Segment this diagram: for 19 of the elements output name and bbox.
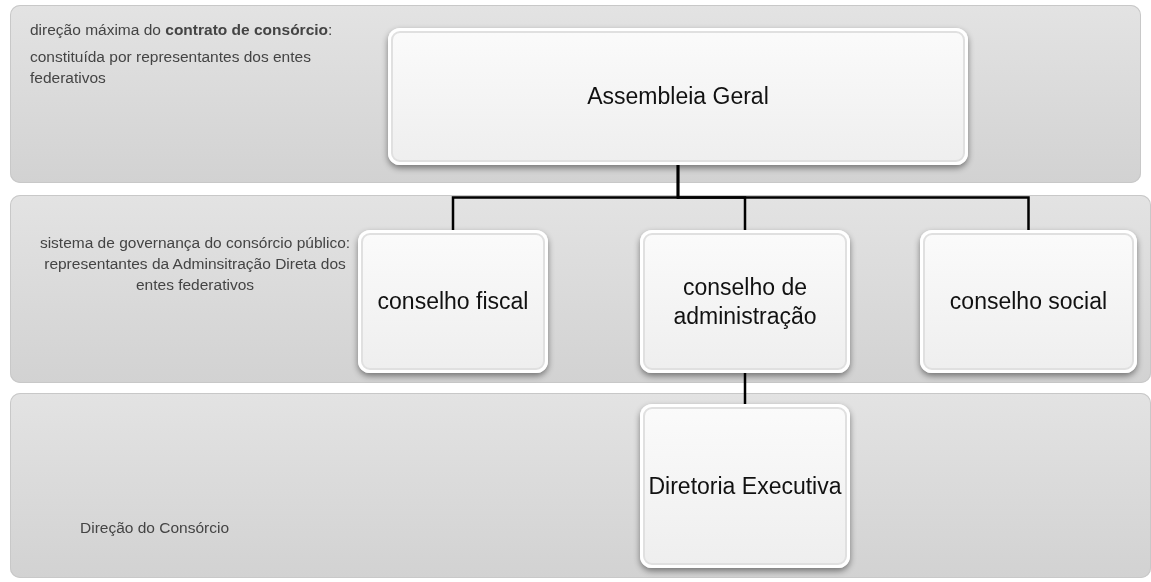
tier-description: sistema de governança do consórcio público: representantes da Adminsitração Direta dos entes federativos	[38, 233, 352, 295]
box-label: Assembleia Geral	[587, 82, 769, 111]
box-label: conselho fiscal	[377, 287, 529, 316]
box-label: conselho social	[949, 287, 1108, 316]
org-box	[920, 230, 1137, 373]
tier-description: direção máxima do contrato de consórcio:	[30, 20, 334, 40]
tier-description: Direção do Consórcio	[80, 518, 231, 538]
org-box	[640, 404, 850, 568]
tier-band	[10, 393, 1151, 578]
org-box	[358, 230, 548, 373]
tier-band	[10, 5, 1141, 183]
tier-band	[10, 195, 1151, 383]
tier-description: constituída por representantes dos entes federativos	[30, 46, 312, 88]
org-box	[640, 230, 850, 373]
box-label: Diretoria Executiva	[648, 471, 842, 501]
connector-line	[743, 373, 747, 404]
connector-line	[676, 165, 1030, 230]
org-box	[388, 28, 968, 165]
box-label: conselho de administração	[672, 272, 818, 331]
